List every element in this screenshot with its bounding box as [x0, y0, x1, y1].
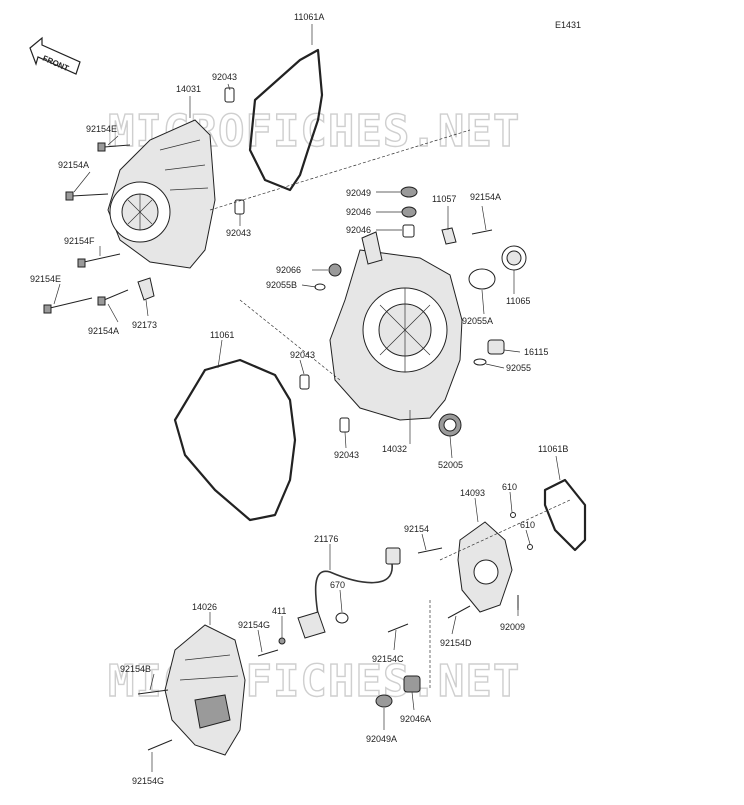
dowel-92043-b	[234, 199, 245, 215]
label-92055B: 92055B	[266, 280, 297, 290]
label-92046A: 92046A	[400, 714, 431, 724]
pin-610-b	[527, 544, 533, 550]
washer-411	[278, 637, 286, 645]
plug-16115	[487, 339, 505, 355]
oring-92055A	[468, 268, 496, 290]
gasket-11061	[173, 358, 297, 522]
cover-14026	[164, 624, 246, 756]
label-92043: 92043	[334, 450, 359, 460]
label-52005: 52005	[438, 460, 463, 470]
diagram-code: E1431	[555, 20, 581, 30]
center-cover-14032	[329, 231, 463, 421]
bolts-left	[43, 142, 131, 314]
plug-92066	[328, 263, 342, 277]
seal-92049A	[375, 694, 393, 708]
bolt-92154C	[387, 623, 409, 633]
leader-lines	[53, 24, 571, 772]
bolt-92154B	[137, 689, 169, 695]
left-cover-14031	[107, 119, 216, 269]
bush-92046-a	[401, 206, 417, 218]
label-92154G: 92154G	[132, 776, 164, 786]
label-92154C: 92154C	[372, 654, 404, 664]
label-92009: 92009	[500, 622, 525, 632]
dowel-92043-c	[299, 374, 310, 390]
label-14093: 14093	[460, 488, 485, 498]
label-11057: 11057	[432, 194, 456, 204]
label-92046: 92046	[346, 225, 371, 235]
label-610: 610	[520, 520, 535, 530]
label-92055: 92055	[506, 363, 531, 373]
oring-92055	[473, 358, 487, 366]
dowel-92043-a	[224, 87, 235, 103]
label-411: 411	[272, 606, 286, 616]
label-92049A: 92049A	[366, 734, 397, 744]
label-21176: 21176	[314, 534, 338, 544]
gasket-11061A	[248, 48, 324, 192]
label-92154G: 92154G	[238, 620, 270, 630]
label-14026: 14026	[192, 602, 217, 612]
label-92154D: 92154D	[440, 638, 472, 648]
label-11061A: 11061A	[294, 12, 324, 22]
bolt-92154D	[447, 605, 471, 619]
bolt-92154	[417, 547, 443, 554]
label-11061B: 11061B	[538, 444, 568, 454]
cover-14093	[457, 521, 513, 613]
label-16115: 16115	[524, 347, 548, 357]
part-labels: 11061A 14031 92043 92154E 92154A 92043 9…	[30, 12, 568, 786]
pin-610-a	[510, 512, 516, 518]
label-92173: 92173	[132, 320, 157, 330]
sensor-21176	[297, 547, 401, 639]
label-92154E: 92154E	[86, 124, 117, 134]
dowel-92043-d	[339, 417, 350, 433]
label-14031: 14031	[176, 84, 201, 94]
gasket-11061B	[543, 478, 587, 552]
label-92154A: 92154A	[88, 326, 119, 336]
label-92154E: 92154E	[30, 274, 61, 284]
bush-92046A	[403, 675, 421, 693]
label-14032: 14032	[382, 444, 407, 454]
label-92066: 92066	[276, 265, 301, 275]
label-92154B: 92154B	[120, 664, 151, 674]
oring-92055B	[314, 283, 326, 291]
label-92043: 92043	[212, 72, 237, 82]
bracket-11057	[441, 227, 457, 245]
bush-92046-b	[402, 224, 415, 238]
label-92154A: 92154A	[58, 160, 89, 170]
label-670: 670	[330, 580, 345, 590]
label-92043: 92043	[290, 350, 315, 360]
label-11065: 11065	[506, 296, 530, 306]
bolt-92154A-c	[471, 229, 493, 235]
front-arrow-icon: FRONT	[29, 36, 81, 75]
seal-92049	[400, 186, 418, 198]
label-11061: 11061	[210, 330, 234, 340]
label-92154: 92154	[404, 524, 429, 534]
label-92043: 92043	[226, 228, 251, 238]
label-92154A: 92154A	[470, 192, 501, 202]
bolt-92154G-a	[257, 649, 279, 657]
label-92046: 92046	[346, 207, 371, 217]
clamp-92173	[137, 277, 155, 301]
label-92154F: 92154F	[64, 236, 95, 246]
bolt-92154G-b	[147, 739, 173, 751]
label-92055A: 92055A	[462, 316, 493, 326]
label-92049: 92049	[346, 188, 371, 198]
oring-670	[335, 612, 349, 624]
label-610: 610	[502, 482, 517, 492]
